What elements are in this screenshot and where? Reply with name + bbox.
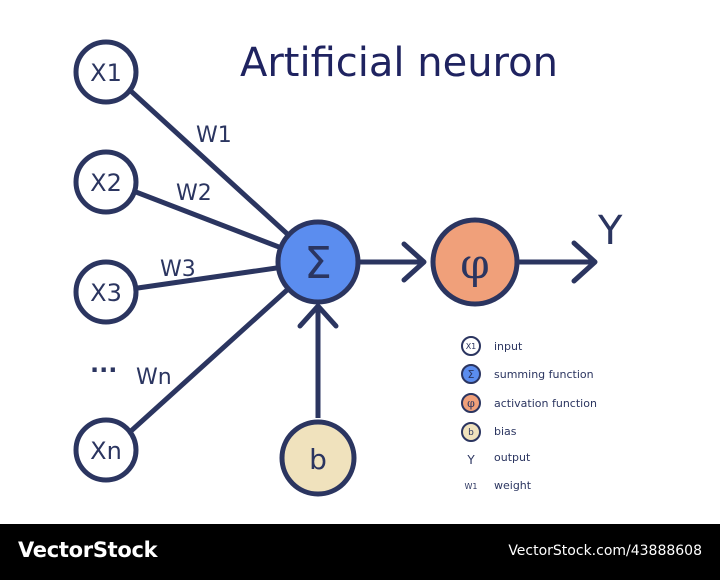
sigma-icon: Σ <box>304 238 332 289</box>
output-arrowhead <box>571 240 598 284</box>
bias-arrowhead <box>297 303 339 329</box>
summing-node: Σ <box>275 219 361 305</box>
legend-label: summing function <box>494 368 594 381</box>
legend-item-input: X1 input <box>461 336 523 356</box>
legend-item-bias: b bias <box>461 422 517 442</box>
input-node-x1: X1 <box>73 39 139 105</box>
input-node-label: X2 <box>90 169 122 197</box>
connection-x1 <box>108 70 320 264</box>
input-node-label: X1 <box>90 59 122 87</box>
legend-label: weight <box>494 479 532 492</box>
legend-input-icon: X1 <box>466 342 477 351</box>
output-label: Y <box>597 208 623 254</box>
weight-label-w3: W3 <box>160 257 196 282</box>
input-node-x2: X2 <box>73 149 139 215</box>
legend-item-weight: W1 weight <box>465 479 532 492</box>
weight-label-w1: W1 <box>196 123 232 148</box>
sum-to-activation-arrowhead <box>401 241 427 283</box>
weight-label-wn: Wn <box>136 365 172 390</box>
connection-xn <box>108 260 320 452</box>
legend-label: output <box>494 451 531 464</box>
input-node-label: X3 <box>90 279 122 307</box>
bias-node: b <box>279 419 357 497</box>
legend: X1 input Σ summing function φ activation… <box>461 336 597 492</box>
legend-item-output: Y output <box>466 451 531 467</box>
watermark-footer: VectorStock VectorStock.com/43888608 <box>0 524 720 580</box>
diagram-title: Artificial neuron <box>240 40 558 86</box>
image-id-text: VectorStock.com/43888608 <box>508 543 702 559</box>
ellipsis: ... <box>90 350 117 378</box>
weight-label-w2: W2 <box>176 181 212 206</box>
bias-node-label: b <box>309 443 327 476</box>
legend-label: bias <box>494 425 517 438</box>
input-node-x3: X3 <box>73 259 139 325</box>
legend-item-activation: φ activation function <box>461 393 597 413</box>
activation-node: φ <box>430 217 520 307</box>
brand-logo: VectorStock <box>18 538 158 562</box>
legend-label: input <box>494 340 523 353</box>
legend-output-icon: Y <box>466 453 475 467</box>
legend-item-summing: Σ summing function <box>461 364 594 384</box>
diagram-canvas: Artificial neuron W1 W2 W3 Wn ... X1 X2 … <box>73 39 623 497</box>
legend-phi-icon: φ <box>467 397 475 410</box>
input-node-label: Xn <box>90 437 122 465</box>
neuron-diagram: Artificial neuron W1 W2 W3 Wn ... X1 X2 … <box>73 39 623 497</box>
legend-bias-icon: b <box>468 428 474 438</box>
input-node-xn: Xn <box>73 417 139 483</box>
legend-label: activation function <box>494 397 597 410</box>
legend-weight-icon: W1 <box>465 482 478 491</box>
legend-sigma-icon: Σ <box>468 368 475 381</box>
phi-icon: φ <box>460 239 489 288</box>
